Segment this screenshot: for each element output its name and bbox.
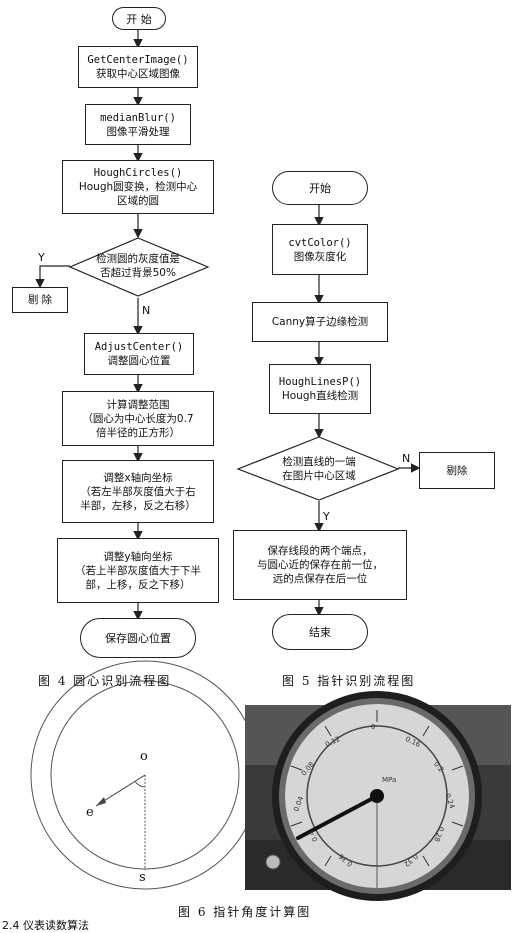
flow4-decision-line1: 检测圆的灰度值是 <box>96 253 180 265</box>
flow5-end-label: 结束 <box>309 626 331 639</box>
flow4-box5-line2: （圆心为中心长度为0.7 <box>82 412 194 425</box>
flow5-decision-line1: 检测直线的一端 <box>282 456 356 468</box>
flow5-reject-box: 剔除 <box>419 452 495 489</box>
flow4-box6-line2: （若左半部灰度值大于右 <box>80 485 196 498</box>
flow4-start-label: 开 始 <box>126 12 152 26</box>
flow5-start-label: 开始 <box>309 182 331 195</box>
flow5-box3-line1: HoughLinesP() <box>278 376 362 388</box>
flow5-box-hough-lines: HoughLinesP() Hough直线检测 <box>269 364 371 414</box>
flow4-box1-line1: GetCenterImage() <box>87 54 189 66</box>
flow5-reject-label: 剔除 <box>446 464 468 477</box>
flow5-box3-line2: Hough直线检测 <box>281 390 359 402</box>
flow4-box7-line3: 部，上移，反之下移） <box>85 578 191 591</box>
flow4-box-hough-circles: HoughCircles() Hough圆变换，检测中心 区域的圆 <box>62 160 214 214</box>
gauge-unit: MPa <box>382 776 397 784</box>
flow5-end-terminal: 结束 <box>272 614 368 650</box>
flow4-box7-line1: 调整y轴向坐标 <box>103 550 173 563</box>
flow4-box6-line1: 调整x轴向坐标 <box>103 471 173 484</box>
flow4-box-adjust-x: 调整x轴向坐标 （若左半部灰度值大于右 半部，左移，反之右移） <box>62 460 214 523</box>
flow4-box6-line3: 半部，左移，反之右移） <box>80 499 196 512</box>
flow5-box-save-endpoints: 保存线段的两个端点， 与圆心近的保存在前一位， 远的点保存在后一位 <box>233 530 407 600</box>
gauge-tick-0: 0 <box>371 723 376 731</box>
flow4-box-get-center-image: GetCenterImage() 获取中心区域图像 <box>78 46 198 88</box>
gauge-ticks-marks <box>290 710 464 867</box>
flow4-box-adjust-y: 调整y轴向坐标 （若上半部灰度值大于下半 部，上移，反之下移） <box>57 538 219 603</box>
flow5-box2-line1: Canny算子边缘检测 <box>271 316 369 328</box>
flow4-box2-line1: medianBlur() <box>100 111 176 124</box>
figure4-caption: 图 4 圆心识别流程图 <box>38 674 172 688</box>
flow5-box-canny: Canny算子边缘检测 <box>252 302 388 342</box>
flow4-box5-line1: 计算调整范围 <box>106 398 170 411</box>
flow4-start-terminal: 开 始 <box>112 7 166 30</box>
flow4-box-median-blur: medianBlur() 图像平滑处理 <box>85 104 191 145</box>
flow4-box3-line1: HoughCircles() <box>93 167 183 179</box>
flow4-box3-line3: 区域的圆 <box>117 195 159 207</box>
flow5-decision-line2: 在图片中心区域 <box>282 470 356 482</box>
flow4-decision-line2: 否超过背景50% <box>100 267 176 279</box>
flow4-box1-line2: 获取中心区域图像 <box>96 68 180 80</box>
flow5-start-terminal: 开始 <box>272 171 368 205</box>
flow4-box4-line1: AdjustCenter() <box>94 341 184 353</box>
flow5-box4-line3: 远的点保存在后一位 <box>272 573 368 585</box>
flow4-box-calc-range: 计算调整范围 （圆心为中心长度为0.7 倍半径的正方形） <box>62 391 214 446</box>
flow4-yes-label: Y <box>38 251 45 264</box>
section-heading-partial: 2.4 仪表读数算法 <box>2 919 89 932</box>
flow4-box4-line2: 调整圆心位置 <box>107 355 171 367</box>
flow5-no-label: N <box>402 452 411 465</box>
figure6-caption: 图 6 指针角度计算图 <box>178 905 312 919</box>
fig6-label-s: s <box>139 870 146 885</box>
flow5-box4-line2: 与圆心近的保存在前一位， <box>257 559 383 571</box>
flow4-reject-box: 剔 除 <box>12 287 68 313</box>
flow4-decision-text: 检测圆的灰度值是 否超过背景50% <box>75 252 201 280</box>
decision-diamond-5 <box>236 436 400 501</box>
decision-diamond-4 <box>68 237 210 297</box>
flow4-box3-line2: Hough圆变换，检测中心 <box>78 181 198 193</box>
flow5-decision-text: 检测直线的一端 在图片中心区域 <box>258 455 380 483</box>
flow5-box1-line2: 图像灰度化 <box>293 250 347 263</box>
fig6-label-e: e <box>86 805 94 820</box>
flow5-box4-line1: 保存线段的两个端点， <box>267 545 373 557</box>
flow4-end-label: 保存圆心位置 <box>105 632 171 645</box>
flow4-end-terminal: 保存圆心位置 <box>80 618 196 658</box>
flow4-reject-label: 剔 除 <box>27 294 53 306</box>
flow4-box5-line3: 倍半径的正方形） <box>96 426 180 439</box>
flow4-box2-line2: 图像平滑处理 <box>106 125 170 138</box>
flow5-yes-label: Y <box>323 510 330 523</box>
gauge-needle <box>296 794 379 840</box>
flow5-box1-line1: cvtColor() <box>288 236 352 249</box>
fig6-label-o: o <box>140 749 148 764</box>
flow4-no-label: N <box>142 304 151 317</box>
flow5-box-cvt-color: cvtColor() 图像灰度化 <box>272 224 368 275</box>
figure5-caption: 图 5 指针识别流程图 <box>282 674 416 688</box>
flow4-box-adjust-center: AdjustCenter() 调整圆心位置 <box>84 333 194 375</box>
flow4-box7-line2: （若上半部灰度值大于下半 <box>75 564 201 577</box>
